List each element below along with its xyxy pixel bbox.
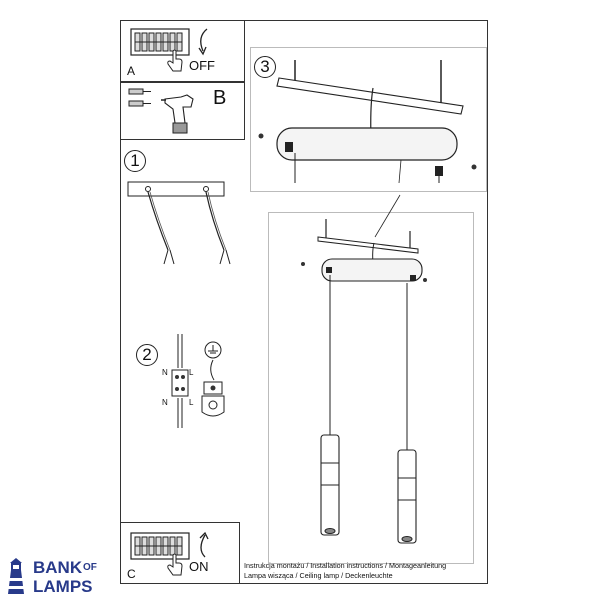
wire-l-top: L <box>189 368 194 377</box>
hand-icon <box>167 49 183 72</box>
step-3-detail-panel <box>250 47 487 192</box>
fuse-box-icon-on <box>130 532 190 560</box>
curved-arrow-icon <box>198 28 208 56</box>
logo-word-lamps: LAMPS <box>33 577 93 596</box>
terminal-block-icon <box>171 334 189 428</box>
wall-plug-icon <box>128 88 151 107</box>
caption-line-2: Lampa wisząca / Ceiling lamp / Deckenleu… <box>244 570 393 580</box>
instruction-sheet-frame <box>120 20 488 584</box>
step-3-number: 3 <box>254 56 276 78</box>
step-c-on-label: ON <box>189 559 209 574</box>
wire-n-top: N <box>162 368 168 377</box>
wire-l-bottom: L <box>189 398 194 407</box>
step-2-number: 2 <box>136 344 158 366</box>
step-c-letter: C <box>127 567 136 581</box>
logo-word-bank: BANK <box>33 558 83 577</box>
caption-line-1: Instrukcja montażu / Installation instru… <box>244 561 447 570</box>
step-1-number: 1 <box>124 150 146 172</box>
step-a-panel: A OFF <box>120 20 245 82</box>
caption: Instrukcja montażu / Installation instru… <box>244 561 446 580</box>
logo-word-of: OF <box>83 562 97 573</box>
curved-arrow-up-icon <box>199 531 209 558</box>
step-b-letter: B <box>213 87 227 109</box>
step-a-off-label: OFF <box>189 58 215 73</box>
hand-icon-on <box>167 553 183 576</box>
wire-n-bottom: N <box>162 398 168 407</box>
step-c-panel: C ON <box>120 522 240 584</box>
drill-icon <box>161 94 194 134</box>
pendant-lamp-drawing <box>301 194 427 544</box>
step-a-letter: A <box>127 64 136 78</box>
step-3-canopy-detail <box>258 60 477 184</box>
earth-ground-icon <box>201 341 225 417</box>
lighthouse-icon <box>8 558 24 594</box>
step-1-ceiling-wires <box>127 181 231 265</box>
step-b-panel: B <box>120 82 245 140</box>
bank-of-lamps-logo[interactable]: BANK OF LAMPS <box>2 556 112 600</box>
fuse-box-icon <box>130 28 190 56</box>
